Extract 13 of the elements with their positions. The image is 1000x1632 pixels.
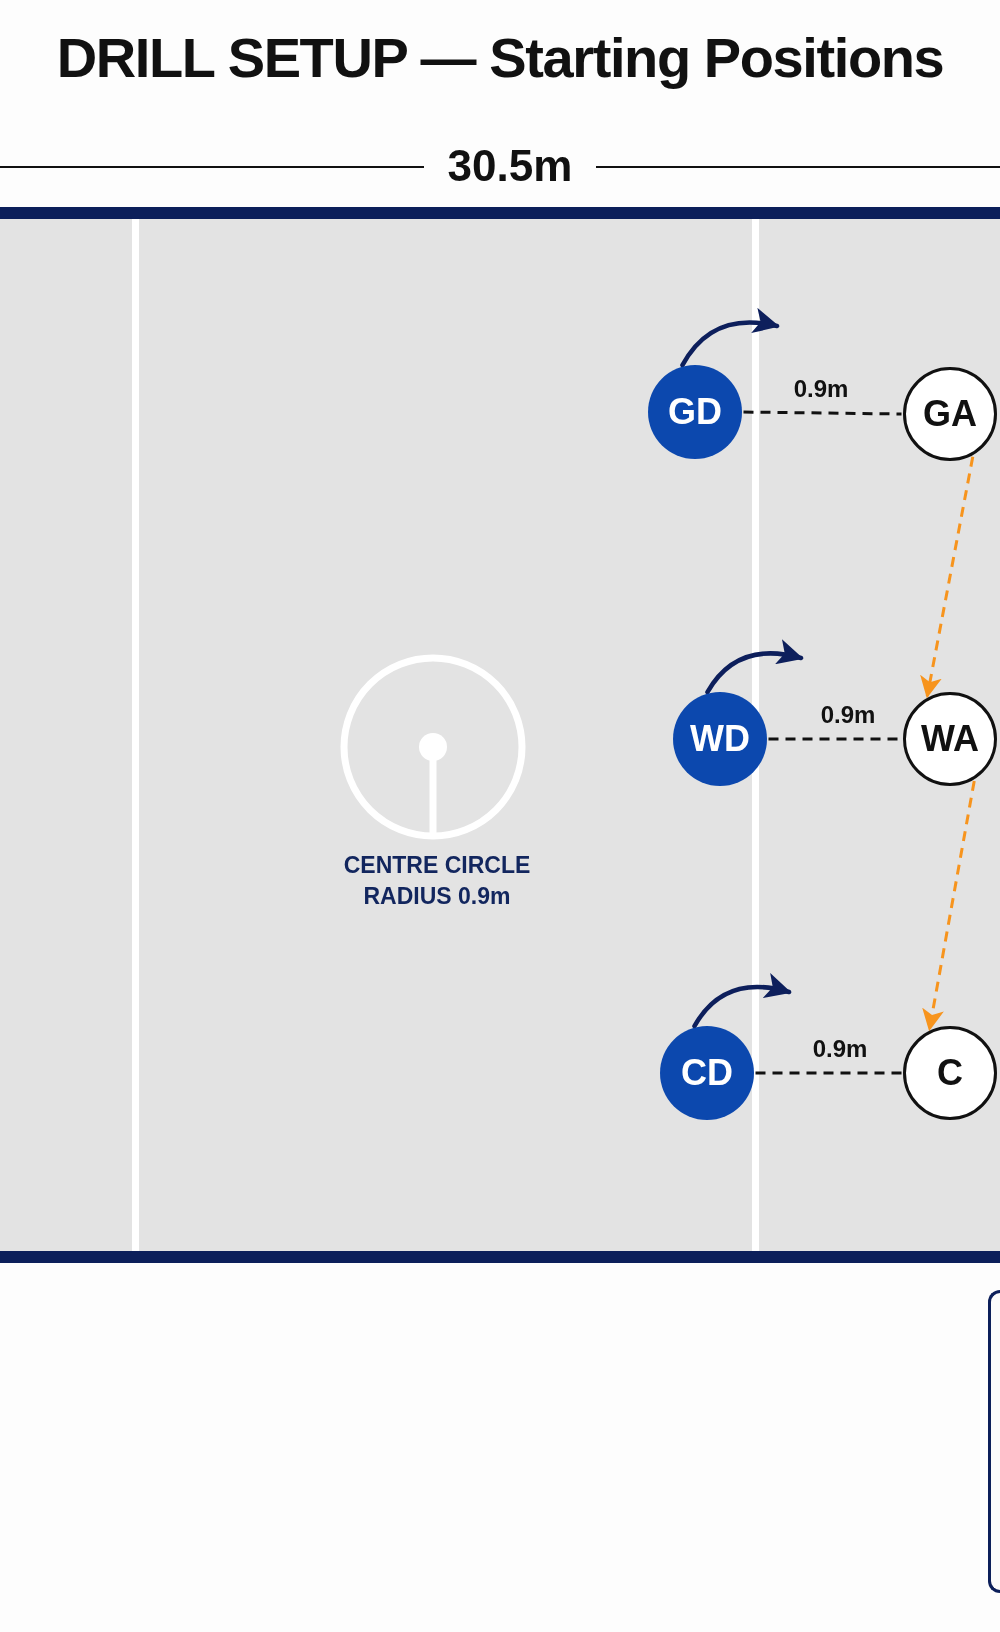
dashed-line — [743, 410, 902, 416]
title: DRILL SETUP — Starting Positions — [55, 25, 945, 91]
dashed-arrow — [922, 780, 976, 1032]
dimension-label: 30.5m — [446, 140, 574, 192]
distance-label: 0.9m — [820, 701, 876, 729]
distance-label: 0.9m — [812, 1035, 868, 1063]
curved-arrow — [680, 308, 780, 368]
dashed-arrow — [920, 456, 975, 699]
distance-label: 0.9m — [793, 375, 849, 403]
court-label: CENTRE CIRCLE RADIUS 0.9m — [342, 851, 532, 911]
curved-arrow — [705, 639, 804, 695]
curved-arrow — [692, 973, 792, 1029]
dashed-line — [755, 1071, 902, 1075]
